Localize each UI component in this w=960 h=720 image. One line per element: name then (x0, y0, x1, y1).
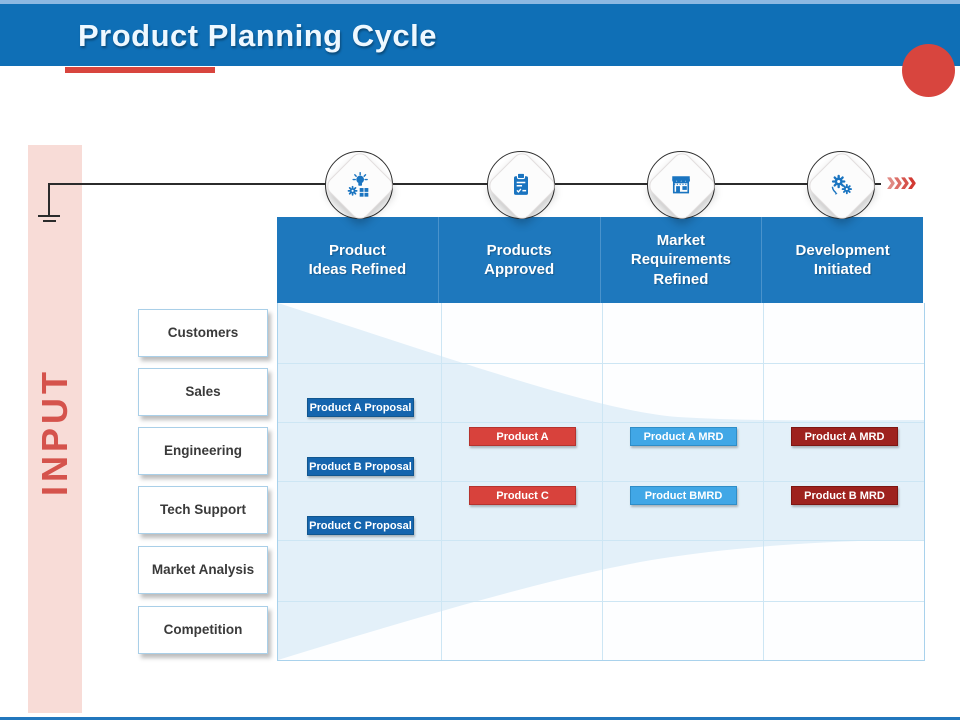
timeline-start-connector (48, 183, 50, 215)
grid-line (278, 422, 924, 423)
row-label-tech-support: Tech Support (138, 486, 268, 534)
chip-product-b-mrd-dev: Product B MRD (791, 486, 898, 505)
row-label-sales: Sales (138, 368, 268, 416)
chevron-right-icon: › (900, 165, 910, 198)
clipboard-icon (507, 171, 535, 199)
ground-icon (43, 220, 56, 222)
bottom-accent-bar (0, 717, 960, 720)
chevron-right-icon: › (907, 165, 917, 198)
grid-line (278, 601, 924, 602)
column-header-product-ideas-refined: Product Ideas Refined (277, 217, 439, 303)
grid-line (602, 303, 603, 660)
grid-line (278, 481, 924, 482)
chevron-right-icon: › (886, 165, 896, 198)
chip-product-a-mrd: Product A MRD (630, 427, 737, 446)
accent-circle (902, 44, 955, 97)
row-label-engineering: Engineering (138, 427, 268, 475)
title-bar (0, 4, 960, 66)
chip-product-a-approved: Product A (469, 427, 576, 446)
grid-line (441, 303, 442, 660)
chip-product-c-approved: Product C (469, 486, 576, 505)
chip-product-a-proposal: Product A Proposal (307, 398, 414, 417)
column-header-products-approved: Products Approved (439, 217, 601, 303)
title-underline (65, 67, 215, 73)
top-accent-strip (0, 0, 960, 4)
input-band (28, 145, 82, 713)
grid-line (763, 303, 764, 660)
chevron-right-icon: › (893, 165, 903, 198)
timeline-line (48, 183, 881, 185)
row-label-market-analysis: Market Analysis (138, 546, 268, 594)
milestone-development-initiated (805, 149, 879, 223)
column-header-market-requirements-refined: Market Requirements Refined (601, 217, 763, 303)
column-header-development-initiated: Development Initiated (795, 241, 890, 279)
next-arrow: ›››› (886, 165, 917, 199)
grid-line (278, 363, 924, 364)
milestone-market-requirements (645, 149, 719, 223)
idea-icon (345, 171, 373, 199)
chip-product-b-proposal: Product B Proposal (307, 457, 414, 476)
gears-icon (827, 171, 855, 199)
page-title: Product Planning Cycle (78, 18, 437, 53)
row-label-customers: Customers (138, 309, 268, 357)
table-body (277, 303, 925, 661)
milestone-product-ideas (323, 149, 397, 223)
table-header: Product Ideas Refined Products Approved … (277, 217, 923, 303)
input-label: INPUT (34, 368, 75, 496)
chip-product-b-mrd: Product BMRD (630, 486, 737, 505)
chip-product-c-proposal: Product C Proposal (307, 516, 414, 535)
grid-line (278, 540, 924, 541)
milestone-products-approved (485, 149, 559, 223)
chip-product-a-mrd-dev: Product A MRD (791, 427, 898, 446)
ground-icon (38, 215, 60, 217)
store-icon (667, 171, 695, 199)
row-label-competition: Competition (138, 606, 268, 654)
